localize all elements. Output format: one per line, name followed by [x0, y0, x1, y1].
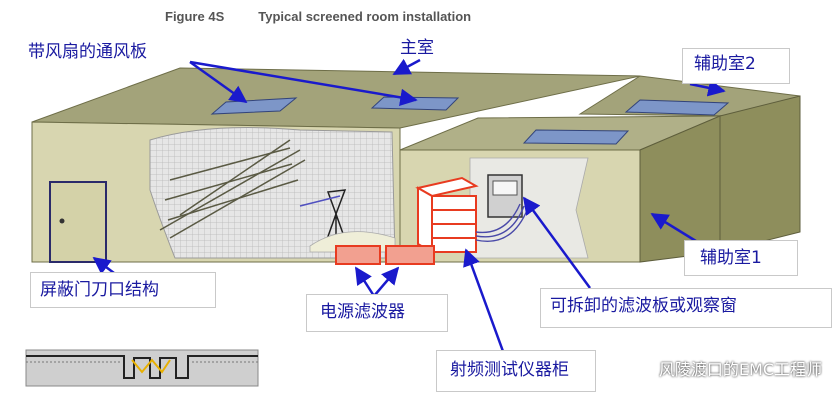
label-box-door	[30, 272, 216, 308]
label-box-aux-room-2	[682, 48, 790, 84]
removable-panel-screen	[492, 180, 518, 196]
label-removable-panel: 可拆卸的滤波板或观察窗	[550, 296, 737, 316]
arrow-removable-panel	[522, 196, 592, 289]
label-box-rf-cabinet	[436, 350, 596, 392]
label-main-room: 主室	[400, 38, 434, 58]
arrow-vent-1	[189, 60, 248, 104]
shielded-door	[49, 181, 107, 263]
figure-title: Figure 4S Typical screened room installat…	[165, 9, 471, 24]
label-rf-cabinet: 射频测试仪器柜	[450, 360, 569, 380]
power-filter-1	[335, 245, 381, 265]
label-aux-room-1: 辅助室1	[700, 248, 762, 268]
arrow-filter-1	[354, 266, 376, 297]
figure-number: Figure 4S	[165, 9, 225, 24]
arrow-filter-2	[373, 266, 400, 297]
main-room-cutaway	[149, 127, 396, 259]
arrow-vent-2	[189, 60, 418, 107]
arrow-main-room	[392, 58, 421, 76]
label-aux-room-2: 辅助室2	[694, 54, 756, 74]
door-handle-icon	[59, 218, 65, 224]
label-vent-panel: 带风扇的通风板	[28, 42, 147, 62]
vent-panel-3	[624, 99, 730, 116]
arrow-aux-room-2	[689, 79, 726, 97]
label-door-structure: 屏蔽门刀口结构	[40, 280, 159, 300]
power-filters	[335, 245, 435, 265]
absorber-shelves	[159, 139, 306, 239]
label-box-removable-panel	[540, 288, 832, 328]
label-power-filter: 电源滤波器	[320, 302, 405, 322]
vent-panel-4	[522, 129, 630, 145]
watermark: 风陵渡口的EMC工程师	[658, 360, 822, 379]
label-box-aux-room-1	[684, 240, 798, 276]
power-filter-2	[385, 245, 435, 265]
label-box-power-filter	[306, 294, 448, 332]
figure-caption: Typical screened room installation	[258, 9, 472, 24]
door-knife-edge-section	[25, 349, 259, 387]
rf-cabinet	[415, 176, 479, 254]
aux-room-2-wall	[719, 95, 801, 253]
